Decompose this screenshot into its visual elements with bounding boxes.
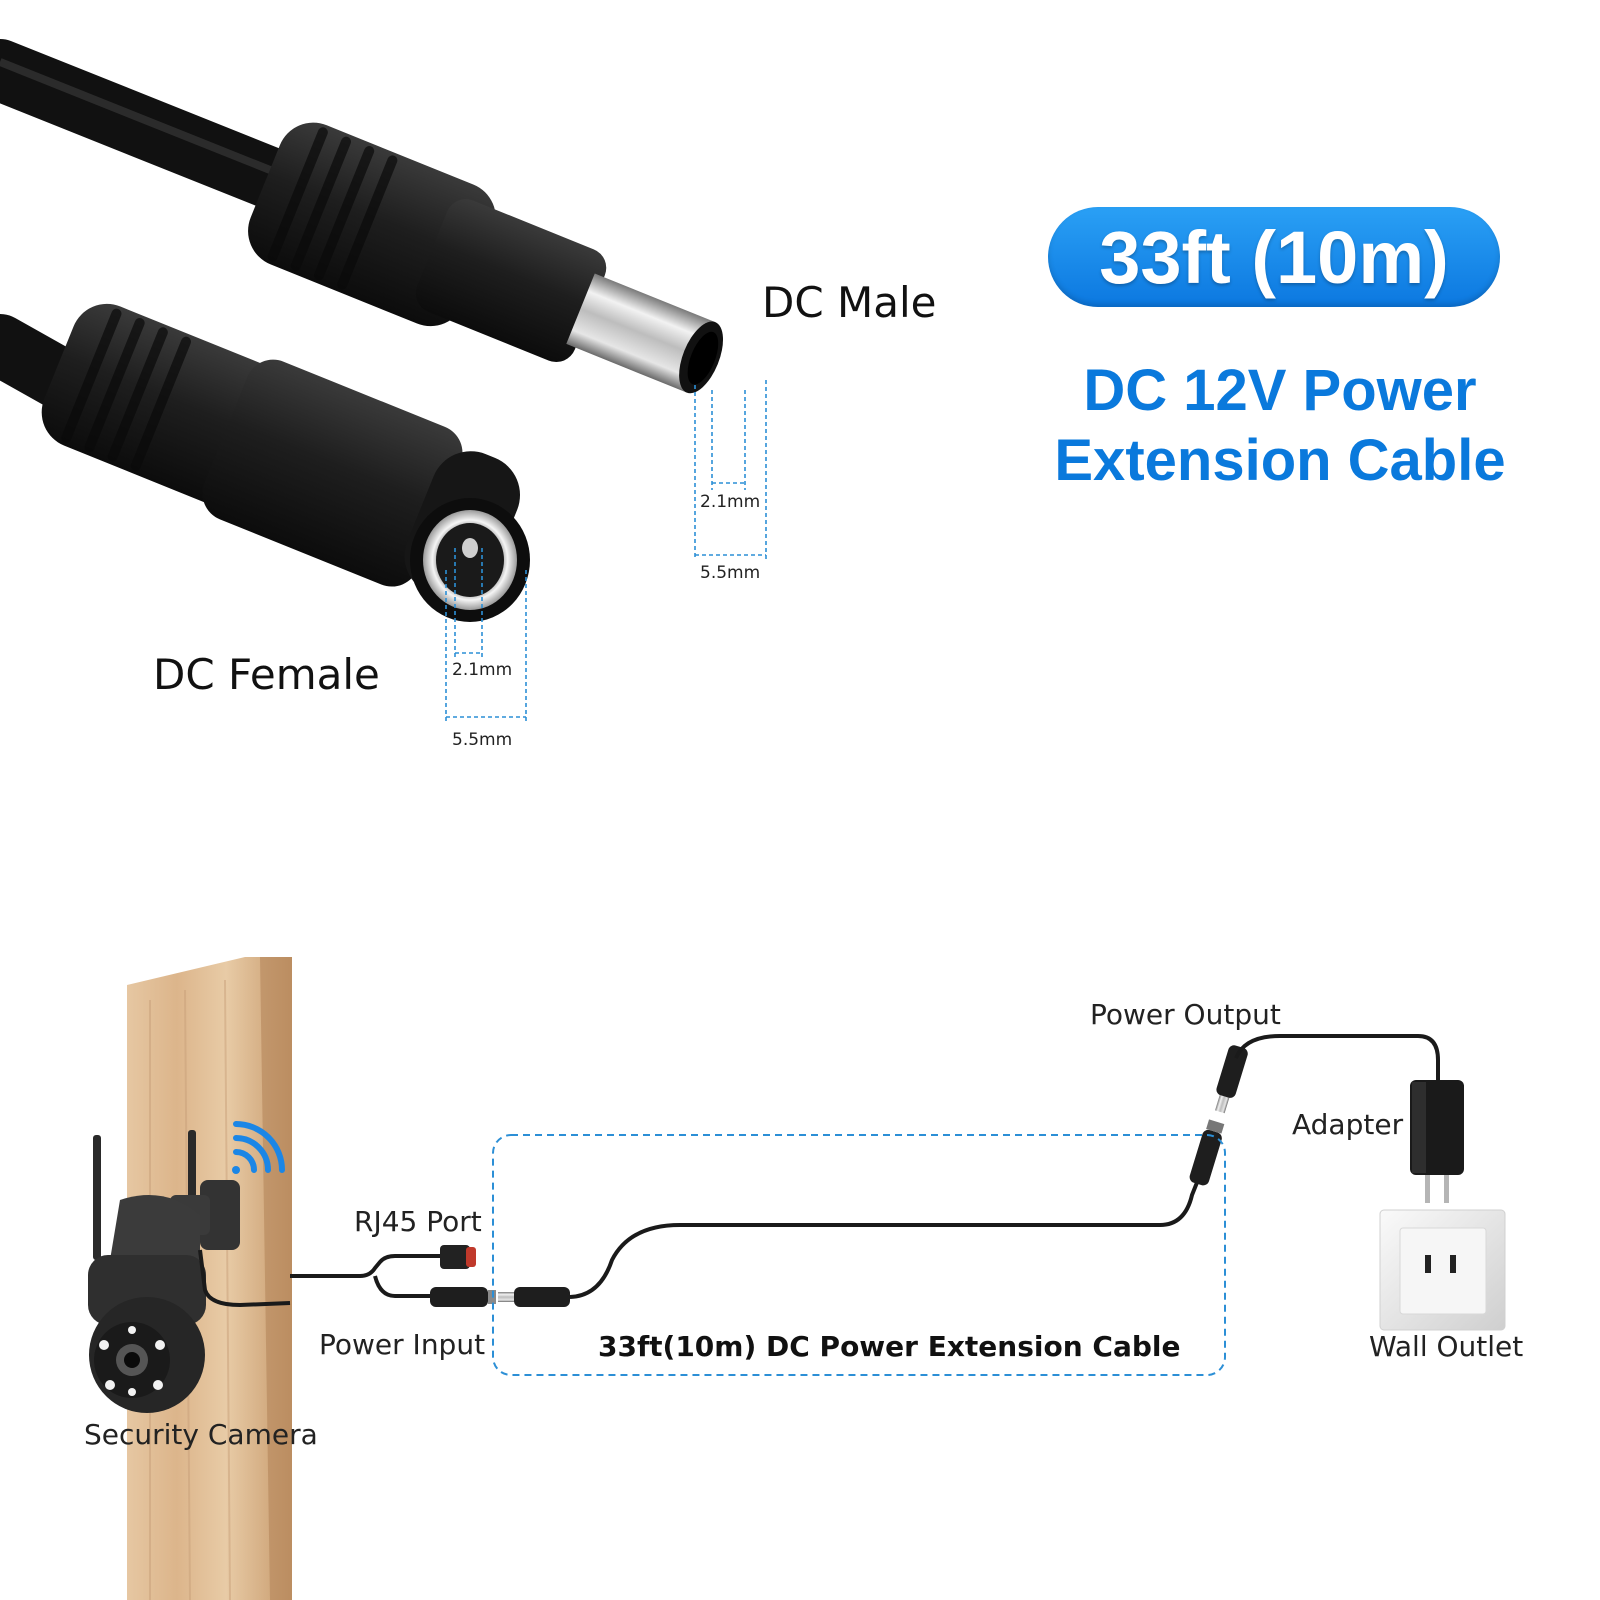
product-title-line1: DC 12V Power	[1083, 358, 1477, 423]
security-camera-illustration	[88, 1130, 291, 1413]
wifi-icon	[232, 1121, 285, 1174]
adapter-dc-plug	[1215, 1045, 1248, 1114]
security-camera-label: Security Camera	[84, 1418, 318, 1451]
rj45-port-label: RJ45 Port	[354, 1205, 482, 1238]
wall-outlet-illustration	[1379, 1209, 1506, 1331]
power-adapter	[1410, 1080, 1464, 1203]
product-title-line2: Extension Cable	[1054, 428, 1506, 493]
female-dimension-lines	[445, 548, 527, 722]
adapter-label: Adapter	[1292, 1108, 1404, 1141]
extension-cable-label: 33ft(10m) DC Power Extension Cable	[598, 1330, 1181, 1363]
wall-outlet-label: Wall Outlet	[1369, 1330, 1524, 1363]
camera-pigtail	[290, 1254, 440, 1298]
power-input-label: Power Input	[319, 1328, 486, 1361]
length-badge-text: 33ft (10m)	[1099, 215, 1449, 299]
power-output-label: Power Output	[1090, 998, 1281, 1031]
extension-male-plug	[498, 1287, 570, 1307]
female-inner-dimension: 2.1mm	[452, 660, 513, 680]
extension-cable	[569, 1174, 1202, 1299]
dc-male-connector	[248, 122, 724, 394]
male-outer-dimension: 5.5mm	[700, 563, 761, 583]
male-inner-dimension: 2.1mm	[700, 492, 761, 512]
female-outer-dimension: 5.5mm	[452, 730, 513, 750]
rj45-connector	[440, 1245, 476, 1269]
extension-cable-highlight-box	[492, 1134, 1226, 1376]
adapter-cable	[1234, 1034, 1440, 1080]
length-badge: 33ft (10m)	[1048, 207, 1500, 307]
dc-male-label: DC Male	[762, 278, 937, 327]
male-dimension-lines	[694, 380, 767, 560]
dc-female-label: DC Female	[153, 650, 380, 699]
extension-female-end	[1189, 1119, 1225, 1186]
product-title: DC 12V Power Extension Cable	[1050, 356, 1510, 496]
male-cable	[0, 39, 331, 221]
power-input-connector	[430, 1287, 496, 1307]
